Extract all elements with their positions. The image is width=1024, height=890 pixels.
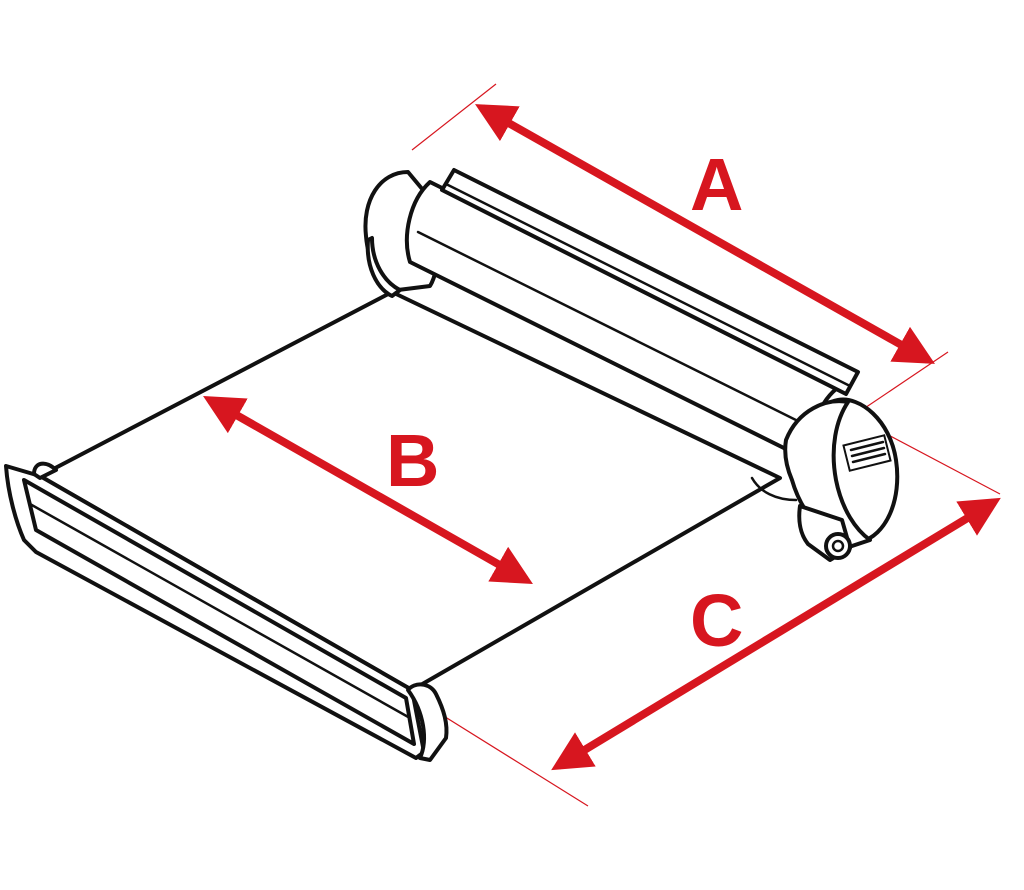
extension-line-a-left xyxy=(411,83,497,151)
brand-logo xyxy=(842,434,892,472)
dimension-labels: A B C xyxy=(386,143,743,662)
dimension-label-c: C xyxy=(690,579,743,662)
dimension-arrows xyxy=(203,104,1001,771)
dimension-arrow-a xyxy=(475,104,935,364)
dimension-arrow-b xyxy=(203,396,533,584)
dimension-label-b: B xyxy=(386,419,439,502)
front-lead-rail xyxy=(4,461,449,762)
dimension-label-a: A xyxy=(690,143,743,226)
dimension-arrow-c xyxy=(551,497,1001,771)
